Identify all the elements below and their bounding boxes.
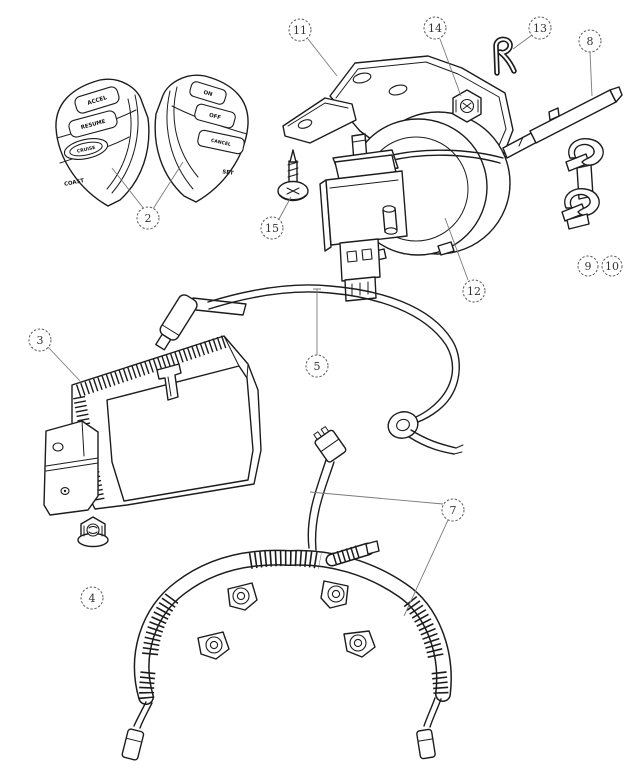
left-switch-label-accel: ACCEL: [87, 95, 108, 107]
callout-10-number: 10: [605, 260, 619, 273]
harness-eyelet: [343, 630, 376, 658]
callout-12-number: 12: [467, 285, 481, 298]
module-bracket: [43, 420, 99, 516]
harness-eyelet: [227, 582, 258, 611]
callout-11-number: 11: [293, 24, 307, 37]
right-switch-label-off: OFF: [208, 113, 221, 122]
harness-eyelet: [197, 631, 230, 660]
callout-3: 3: [28, 328, 52, 352]
callout-14: 14: [423, 16, 447, 40]
control-module: [71, 334, 262, 510]
callout-9: 9: [577, 255, 599, 277]
left-switch-label-cruise: CRUISE: [76, 145, 96, 155]
speed-control-servo: [319, 111, 511, 302]
right-switch-label-set: SET: [222, 169, 234, 177]
hairpin-clip: [493, 36, 517, 76]
callout-9-number: 9: [585, 260, 592, 273]
callout-5-number: 5: [314, 360, 321, 373]
callout-7: 7: [441, 498, 465, 522]
callout-2-number: 2: [145, 212, 152, 225]
callout-8-number: 8: [587, 35, 594, 48]
leader-lines: [47, 34, 593, 617]
left-switch-pod: ACCEL RESUME CRUISE COAST: [55, 78, 150, 207]
callout-15: 15: [260, 216, 284, 240]
right-switch-label-on: ON: [202, 90, 213, 99]
callout-12: 12: [462, 279, 486, 303]
callout-4: 4: [80, 586, 104, 610]
hex-nut-14: [452, 89, 482, 123]
callout-3-number: 3: [37, 334, 44, 347]
callout-2: 2: [136, 206, 160, 230]
mounting-screw: [277, 149, 309, 202]
callout-4-number: 4: [89, 592, 96, 605]
left-switch-label-coast: COAST: [64, 178, 85, 188]
vacuum-line: [155, 284, 464, 455]
callout-13: 13: [528, 16, 552, 40]
harness-eyelet: [320, 580, 349, 609]
wiring-harness: [121, 426, 452, 761]
callout-7-number: 7: [450, 504, 457, 517]
callout-14-number: 14: [428, 22, 442, 35]
flange-nut: [77, 516, 109, 548]
callout-5: 5: [305, 354, 329, 378]
right-switch-label-cancel: CANCEL: [210, 138, 231, 148]
control-cable: [469, 86, 623, 173]
callout-13-number: 13: [533, 22, 547, 35]
callout-10: 10: [601, 255, 623, 277]
callout-15-number: 15: [265, 222, 279, 235]
right-switch-pod: ON OFF CANCEL SET: [154, 74, 249, 203]
callout-11: 11: [288, 18, 312, 42]
callout-8: 8: [578, 29, 602, 53]
cable-clips: [561, 138, 604, 230]
